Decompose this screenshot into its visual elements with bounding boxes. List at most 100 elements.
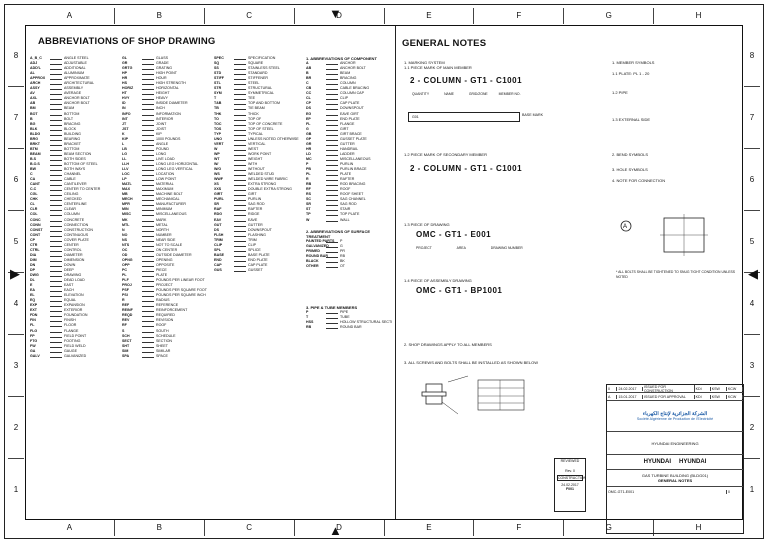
abbreviation-meaning: DEAD LOAD <box>64 278 85 283</box>
leader-line <box>50 182 62 187</box>
abbreviation-meaning: LIVE LOAD <box>156 156 175 161</box>
zone-row-label: 2 <box>8 396 24 458</box>
leader-line <box>142 122 154 126</box>
mark-label-zone: GRID/ZONE <box>468 92 488 96</box>
abbreviation-meaning: CANTILEVER <box>64 182 87 187</box>
abbreviation-meaning: ADDITIONAL <box>64 66 86 71</box>
abbreviation-meaning: GLASS <box>156 56 168 60</box>
doc-number-row: OMC-GT1-E001 0 <box>607 487 743 497</box>
abbreviation-code: GA <box>30 348 36 353</box>
abbreviation-meaning: REINFORCEMENT <box>156 308 188 313</box>
leader-line <box>142 152 154 156</box>
abbreviation-code: SR <box>214 202 219 207</box>
abbreviation-code: PAINTED PARTS <box>306 238 335 243</box>
abbreviation-meaning: CONCRETE <box>64 217 85 222</box>
note-2: 2. SHOP DRAWINGS APPLY TO ALL MEMBERS <box>404 342 492 347</box>
leader-line <box>142 76 154 81</box>
abbreviation-code: ADD'L <box>30 66 41 71</box>
abbreviation-code: DIA <box>30 252 37 257</box>
leader-line <box>326 132 338 136</box>
leader-line <box>50 96 62 101</box>
abbreviation-meaning: CHECKED <box>64 197 82 202</box>
abbreviation-meaning: ANGLE <box>156 141 169 146</box>
abbreviation-meaning: VERTICAL <box>248 141 266 146</box>
base-mark-value: G01 <box>412 115 419 119</box>
leader-line <box>50 187 62 192</box>
abbreviation-code: FLSH <box>214 232 224 237</box>
abbreviation-meaning: PROJECT <box>156 283 173 288</box>
leader-line <box>50 132 62 136</box>
abbreviation-meaning: EACH <box>64 288 74 293</box>
abbreviation-meaning: PURLIN <box>248 197 262 202</box>
leader-line <box>234 228 246 232</box>
abbreviation-meaning: WALL <box>340 217 350 222</box>
abbreviation-code: SIM <box>122 348 129 353</box>
abbreviation-meaning: ASSEMBLY <box>64 86 84 91</box>
leader-line <box>234 101 246 106</box>
abbreviation-meaning: POUND <box>156 146 169 151</box>
leader-line <box>50 233 62 237</box>
abbreviation-meaning: INFORMATION <box>156 111 181 116</box>
abbreviation-code: C <box>306 81 309 86</box>
zone-row-label: 2 <box>744 396 760 458</box>
abbreviation-code: BLDG <box>30 131 41 136</box>
leader-line <box>50 137 62 141</box>
abbreviation-meaning: BOTTOM <box>64 111 80 116</box>
leader-line <box>142 349 154 353</box>
abbreviation-code: UNO <box>214 136 222 141</box>
abbreviation-meaning: HEAVY <box>156 96 168 101</box>
abbreviation-code: AXL <box>30 96 38 101</box>
abbreviation-code: OD <box>122 252 128 257</box>
abbreviation-code: HVY <box>122 96 130 101</box>
abbreviation-meaning: WEIGHT <box>248 156 263 161</box>
abbreviation-code: CL <box>30 202 35 207</box>
abbreviation-meaning: TOP PLATE <box>340 212 360 217</box>
abbreviation-code: INT <box>122 116 128 121</box>
revision-cell: A <box>607 394 618 399</box>
abbreviation-code: AV <box>30 91 35 96</box>
abbreviation-meaning: FINISH <box>64 318 76 323</box>
abbreviation-meaning: RB <box>340 253 345 258</box>
abbreviation-meaning: GUSSET PLATE <box>340 136 367 141</box>
abbreviation-code: ADJ <box>30 61 38 66</box>
revision-cell: 0 <box>607 386 618 391</box>
abbreviation-code: C.C <box>30 187 37 192</box>
abbreviation-code: BM <box>30 106 36 111</box>
abbreviation-meaning: APPROXIMATE <box>64 76 90 81</box>
leader-line <box>50 192 62 197</box>
abbreviation-code: PROJ <box>122 283 132 288</box>
abbreviation-code: CC <box>306 91 312 96</box>
abbreviation-code: B <box>30 116 33 121</box>
